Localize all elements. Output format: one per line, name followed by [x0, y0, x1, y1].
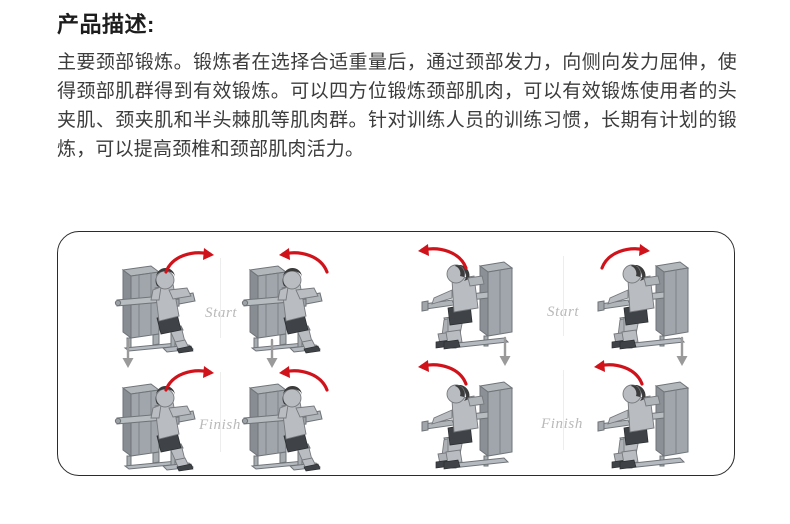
figure-left-bottom-rear-right [233, 364, 353, 472]
page-title: 产品描述: [57, 12, 155, 37]
flow-arrow-down-left-1 [121, 338, 135, 370]
figure-left-top-rear-right [233, 246, 353, 354]
label-finish-right: Finish [541, 416, 583, 432]
figure-right-bottom-side-2 [586, 358, 706, 470]
divider-right-bottom [563, 370, 564, 450]
divider-right-top [563, 256, 564, 336]
label-start-right: Start [547, 304, 579, 321]
figure-right-top-side-2 [586, 242, 706, 350]
divider-left-top [220, 258, 221, 338]
figure-right-bottom-side-1 [410, 358, 530, 470]
exercise-illustration-panel: Start Finish [57, 231, 735, 476]
description-body: 主要颈部锻炼。锻炼者在选择合适重量后，通过颈部发力，向侧向发力屈伸，使得颈部肌群… [57, 52, 737, 160]
flow-arrow-down-right-2 [675, 336, 689, 368]
flow-arrow-down-right-1 [498, 336, 512, 368]
figure-right-top-side-1 [410, 242, 530, 350]
label-finish-left: Finish [199, 417, 241, 434]
flow-arrow-down-left-2 [265, 338, 279, 370]
illustration-canvas: Start Finish [58, 232, 734, 475]
description-text-block: 产品描述: 主要颈部锻炼。锻炼者在选择合适重量后，通过颈部发力，向侧向发力屈伸，… [57, 8, 747, 164]
divider-left-bottom [220, 372, 221, 452]
label-start-left: Start [205, 305, 238, 321]
